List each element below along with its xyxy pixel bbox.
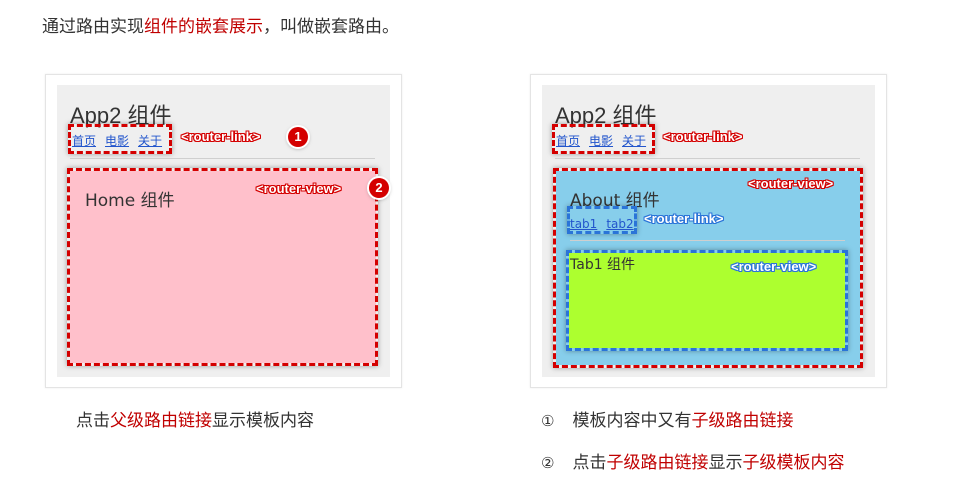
intro-part3: ，叫做嵌套路由。 <box>263 17 399 37</box>
right-nav-home-link[interactable]: 首页 <box>556 134 581 148</box>
right-app-title: App2 组件 <box>555 103 657 128</box>
left-app-title: App2 组件 <box>70 103 172 128</box>
left-home-component <box>70 171 376 363</box>
child-router-view-tag: <router-view> <box>731 259 817 274</box>
intro-text: 通过路由实现组件的嵌套展示，叫做嵌套路由。 <box>42 12 399 37</box>
right-router-link-box <box>552 124 655 154</box>
left-router-link-tag: <router-link> <box>181 129 261 144</box>
right-nav-about-link[interactable]: 关于 <box>622 134 647 148</box>
left-router-link-box <box>68 124 172 154</box>
left-badge-2: 2 <box>369 178 389 198</box>
left-caption-part1: 点击 <box>76 411 110 431</box>
left-divider <box>70 158 375 159</box>
child-router-link-box <box>567 206 637 234</box>
note-1: ① 模板内容中又有子级路由链接 <box>541 406 793 431</box>
left-caption-part3: 显示模板内容 <box>212 411 314 431</box>
right-child-nav: tab1 tab2 <box>570 213 643 232</box>
note-2-number: ② <box>541 454 555 472</box>
left-caption: 点击父级路由链接显示模板内容 <box>76 406 314 431</box>
left-nav: 首页电影关于 <box>72 130 171 149</box>
left-home-title: Home 组件 <box>85 191 175 211</box>
right-router-view-tag: <router-view> <box>748 176 834 191</box>
intro-part1: 通过路由实现 <box>42 17 144 37</box>
left-badge-1: 1 <box>288 127 308 147</box>
child-divider <box>570 240 845 241</box>
child-tab1-component <box>569 253 845 348</box>
left-nav-movie-link[interactable]: 电影 <box>105 134 130 148</box>
left-nav-home-link[interactable]: 首页 <box>72 134 97 148</box>
child-nav-tab1-link[interactable]: tab1 <box>570 217 598 231</box>
note-2-highlight-2: 子级模板内容 <box>742 453 845 473</box>
child-tab1-title: Tab1 组件 <box>570 257 636 273</box>
note-1-part1: 模板内容中又有 <box>572 411 692 431</box>
right-router-link-tag: <router-link> <box>663 129 743 144</box>
right-router-view-box <box>553 168 863 368</box>
left-nav-about-link[interactable]: 关于 <box>138 134 163 148</box>
note-2-part3: 显示 <box>708 453 743 473</box>
child-nav-tab2-link[interactable]: tab2 <box>606 217 634 231</box>
left-router-view-tag: <router-view> <box>256 181 342 196</box>
intro-highlight: 组件的嵌套展示 <box>144 17 263 37</box>
note-1-highlight: 子级路由链接 <box>691 411 794 431</box>
right-divider <box>555 158 860 159</box>
child-router-link-tag: <router-link> <box>644 211 724 226</box>
right-nav-movie-link[interactable]: 电影 <box>589 134 614 148</box>
child-router-view-box <box>566 250 848 351</box>
note-1-number: ① <box>541 412 555 430</box>
left-caption-highlight: 父级路由链接 <box>110 411 212 431</box>
right-nav: 首页电影关于 <box>556 130 655 149</box>
left-router-view-box <box>67 168 378 366</box>
note-2-part1: 点击 <box>572 453 607 473</box>
note-2-highlight-1: 子级路由链接 <box>606 453 709 473</box>
note-2: ② 点击子级路由链接显示子级模板内容 <box>541 448 844 473</box>
